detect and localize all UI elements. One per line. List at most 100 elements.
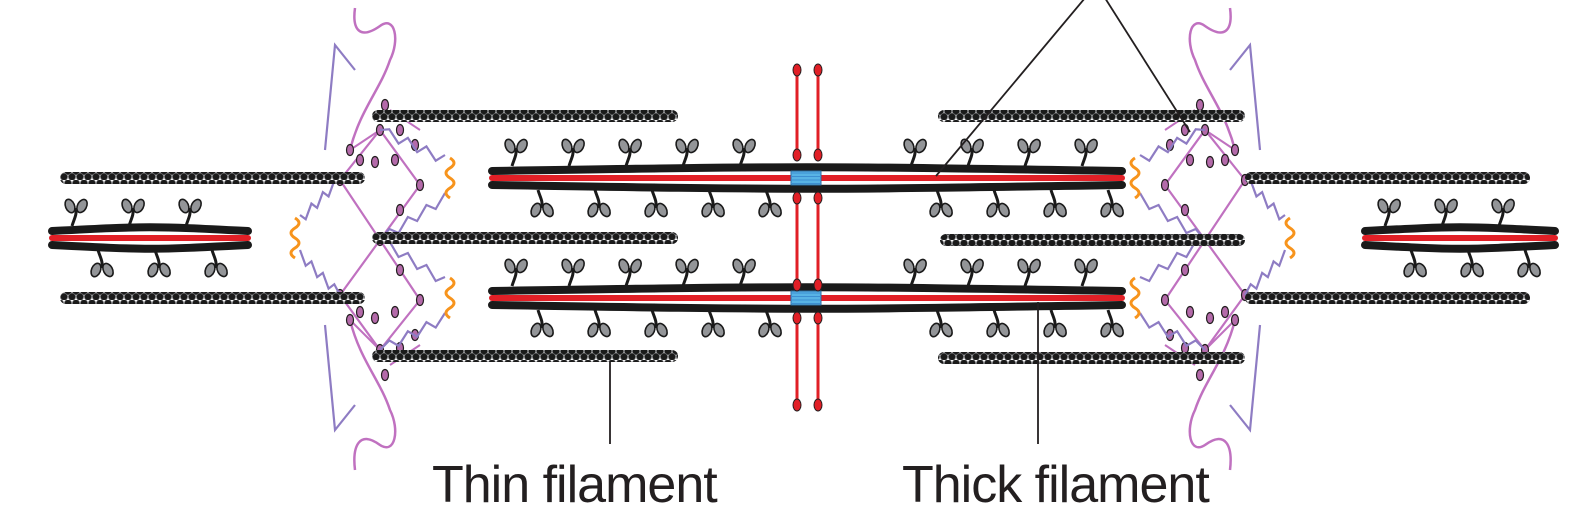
myosin-backbone xyxy=(48,241,252,253)
myosin-head xyxy=(900,256,930,288)
z-disc-link xyxy=(323,324,356,433)
thick-filament xyxy=(488,256,1126,339)
myosin-head xyxy=(615,256,645,288)
myosin-head xyxy=(146,250,172,278)
myosin-head xyxy=(1042,310,1068,338)
m-line-rod-end xyxy=(792,148,802,162)
myosin-backbone xyxy=(488,163,1126,175)
z-disc-bead xyxy=(370,155,380,169)
z-disc-bead xyxy=(1180,203,1190,217)
m-line-rod-end xyxy=(792,278,802,292)
myosin-head xyxy=(558,136,588,168)
thin-filament xyxy=(938,352,1245,364)
m-line-rod-end xyxy=(813,191,823,205)
myosin-head xyxy=(757,310,783,338)
z-disc-bead xyxy=(1220,305,1230,319)
z-disc-bead xyxy=(1185,305,1195,319)
z-disc-bead xyxy=(395,203,405,217)
titin-spring xyxy=(299,178,341,222)
myosin-head xyxy=(1014,256,1044,288)
titin-pevk xyxy=(289,216,301,260)
z-disc-link xyxy=(323,42,356,151)
z-disc-bead xyxy=(390,153,400,167)
m-band xyxy=(790,290,822,306)
myosin-head xyxy=(615,136,645,168)
myosin-backbone xyxy=(488,181,1126,193)
z-disc-bead xyxy=(415,178,425,192)
z-disc-edge xyxy=(1188,7,1237,151)
m-line-rod-end xyxy=(813,63,823,77)
m-line-rod-end xyxy=(813,278,823,292)
myosin-head xyxy=(501,256,531,288)
z-disc-bead xyxy=(1230,143,1240,157)
z-disc-bead xyxy=(1160,178,1170,192)
titin-pevk xyxy=(1284,216,1296,260)
myosin-head xyxy=(175,196,205,228)
myosin-backbone xyxy=(1361,241,1559,253)
myosin-head xyxy=(985,310,1011,338)
myosin-head xyxy=(61,196,91,228)
thin-filament xyxy=(372,110,678,122)
myosin-head xyxy=(957,136,987,168)
myosin-head xyxy=(558,256,588,288)
z-disc-bead xyxy=(355,305,365,319)
myosin-head xyxy=(1099,310,1125,338)
z-disc-bead xyxy=(1205,155,1215,169)
myosin-head xyxy=(118,196,148,228)
z-disc-link xyxy=(1229,324,1262,433)
z-disc-edge xyxy=(348,319,397,471)
myosin-backbone xyxy=(48,223,252,235)
myosin-head xyxy=(1042,190,1068,218)
thin-filament xyxy=(1245,292,1530,304)
myosin-head xyxy=(957,256,987,288)
myosin-head xyxy=(1402,250,1428,278)
myosin-head xyxy=(1071,136,1101,168)
myosin-head xyxy=(729,256,759,288)
z-disc-bead xyxy=(395,263,405,277)
myosin-head xyxy=(529,190,555,218)
z-disc-bead xyxy=(380,98,390,112)
z-disc xyxy=(289,7,456,471)
thin-filament xyxy=(940,234,1245,246)
z-disc-bead xyxy=(390,305,400,319)
titin-spring xyxy=(1244,178,1286,222)
titin-pevk xyxy=(1129,156,1141,200)
z-disc-bead xyxy=(1230,313,1240,327)
m-line-rod-end xyxy=(813,148,823,162)
myosin-head xyxy=(1374,196,1404,228)
z-disc-bead xyxy=(415,293,425,307)
myosin-head xyxy=(1431,196,1461,228)
myosin-head xyxy=(89,250,115,278)
z-disc-edge xyxy=(348,7,397,151)
z-disc-link xyxy=(1229,42,1262,151)
z-disc-lattice xyxy=(349,109,421,366)
thick-filament-label: Thick filament xyxy=(902,456,1210,514)
titin-spring xyxy=(379,192,446,241)
myosin-head xyxy=(672,256,702,288)
z-disc-lattice xyxy=(1164,109,1236,366)
m-line-rod-end xyxy=(792,398,802,412)
myosin-head xyxy=(729,136,759,168)
z-disc-bead xyxy=(1195,98,1205,112)
m-line-rod-end xyxy=(813,311,823,325)
myosin-head xyxy=(672,136,702,168)
titin-spring xyxy=(1244,249,1287,296)
titin-spring xyxy=(1139,192,1206,241)
thin-filament xyxy=(1245,172,1530,184)
z-disc-bead xyxy=(345,313,355,327)
myosin-head xyxy=(1014,136,1044,168)
z-disc-bead xyxy=(1180,263,1190,277)
myosin-head xyxy=(586,190,612,218)
myosin-head xyxy=(928,310,954,338)
z-disc-bead xyxy=(395,123,405,137)
thin-filament xyxy=(60,292,365,304)
z-disc-bead xyxy=(380,368,390,382)
myosin-head xyxy=(700,190,726,218)
myosin-head xyxy=(1488,196,1518,228)
myosin-head xyxy=(1099,190,1125,218)
top-leader-line-2 xyxy=(1105,0,1191,133)
myosin-head xyxy=(985,190,1011,218)
myosin-head xyxy=(501,136,531,168)
titin-pevk xyxy=(444,276,456,320)
